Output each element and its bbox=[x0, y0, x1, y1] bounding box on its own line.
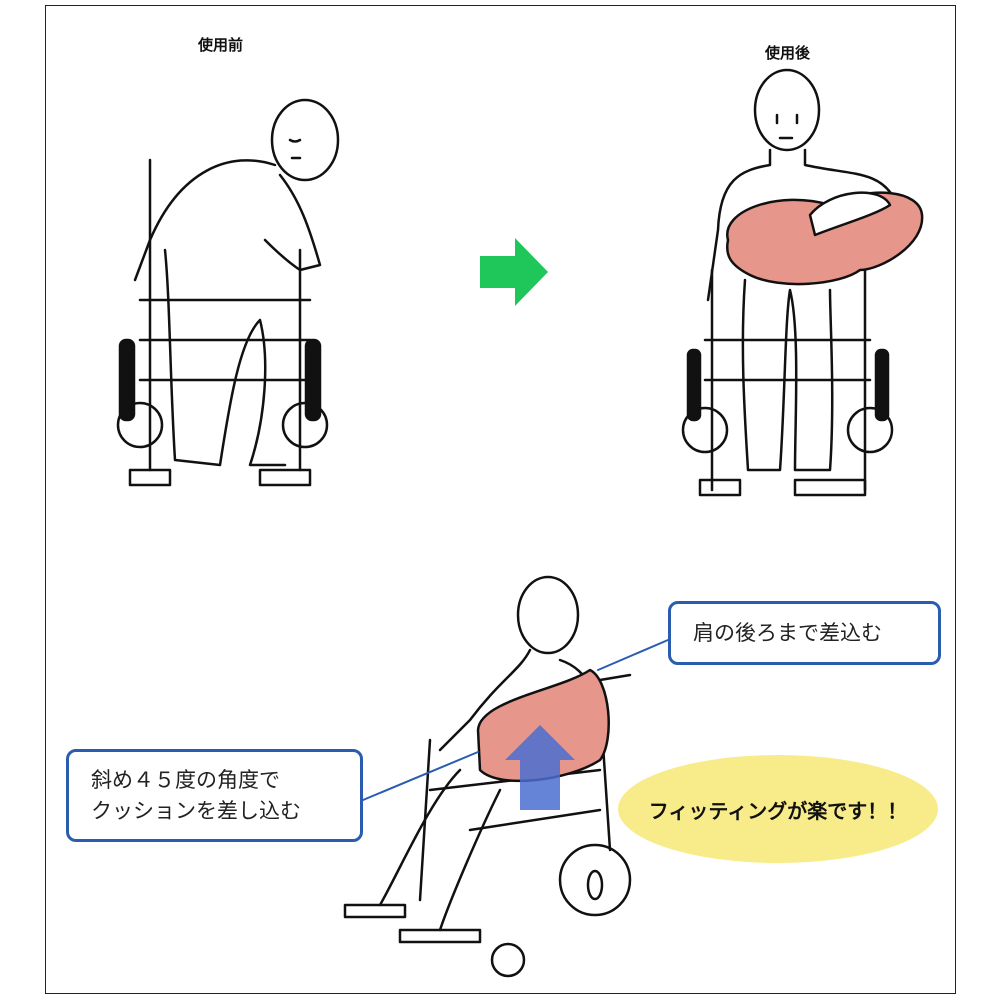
cushion bbox=[726, 191, 924, 286]
callout-angle-line1: 斜め４５度の角度で bbox=[91, 767, 280, 792]
after-illustration bbox=[681, 68, 924, 497]
callout-shoulder-text: 肩の後ろまで差込む bbox=[693, 620, 882, 645]
highlight-text: フィッティングが楽です！！ bbox=[648, 798, 908, 823]
before-label: 使用前 bbox=[198, 36, 244, 54]
green-arrow-icon bbox=[480, 238, 548, 306]
figure-frame bbox=[45, 5, 956, 994]
before-illustration bbox=[116, 98, 340, 487]
callout-angle-line2: クッションを差し込む bbox=[91, 798, 301, 823]
callout-shoulder: 肩の後ろまで差込む bbox=[668, 601, 941, 665]
callout-angle: 斜め４５度の角度で クッションを差し込む bbox=[66, 749, 363, 842]
highlight-bubble: フィッティングが楽です！！ bbox=[618, 755, 938, 863]
after-label: 使用後 bbox=[765, 44, 811, 62]
push-arrow-icon bbox=[505, 725, 575, 810]
bottom-illustration bbox=[343, 575, 632, 978]
